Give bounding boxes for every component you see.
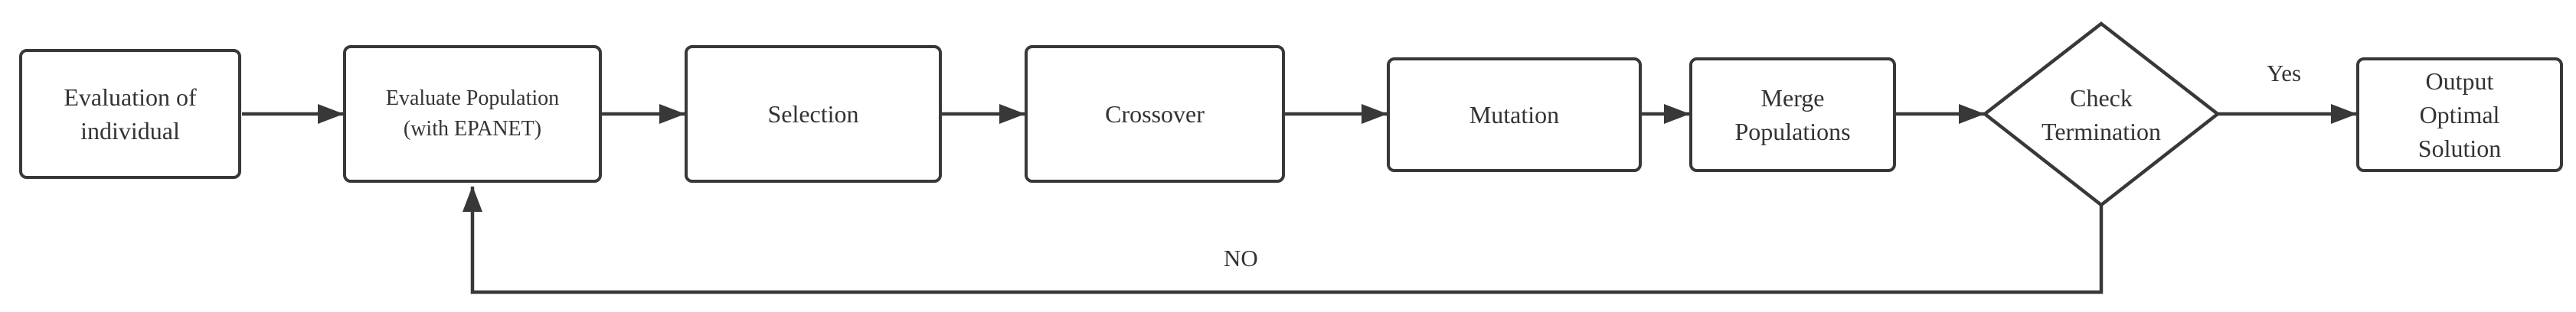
- arrow-check-to-eval-population-no: [463, 186, 2104, 294]
- evaluate-population-node: Evaluate Population (with EPANET): [343, 45, 602, 183]
- selection-node: Selection: [685, 45, 942, 183]
- no-edge-label: NO: [1224, 245, 1258, 271]
- check-termination-label: Check Termination: [2042, 84, 2161, 145]
- evaluation-of-individual-label: Evaluation of individual: [64, 83, 197, 145]
- check-termination-diamond: [1982, 21, 2221, 207]
- merge-populations-label: Merge Populations: [1734, 84, 1851, 145]
- crossover-label: Crossover: [1105, 100, 1205, 128]
- mutation-node: Mutation: [1387, 57, 1642, 172]
- merge-populations-node: Merge Populations: [1689, 57, 1896, 172]
- mutation-label: Mutation: [1469, 101, 1560, 128]
- output-optimal-solution-label: Output Optimal Solution: [2417, 67, 2502, 162]
- evaluation-of-individual-node: Evaluation of individual: [19, 49, 241, 179]
- yes-edge-label: Yes: [2267, 60, 2302, 86]
- evaluate-population-label: Evaluate Population (with EPANET): [385, 86, 560, 141]
- crossover-node: Crossover: [1025, 45, 1285, 183]
- selection-label: Selection: [767, 100, 859, 128]
- check-termination-text: Check Termination: [2006, 69, 2196, 161]
- output-optimal-solution-node: Output Optimal Solution: [2356, 57, 2563, 172]
